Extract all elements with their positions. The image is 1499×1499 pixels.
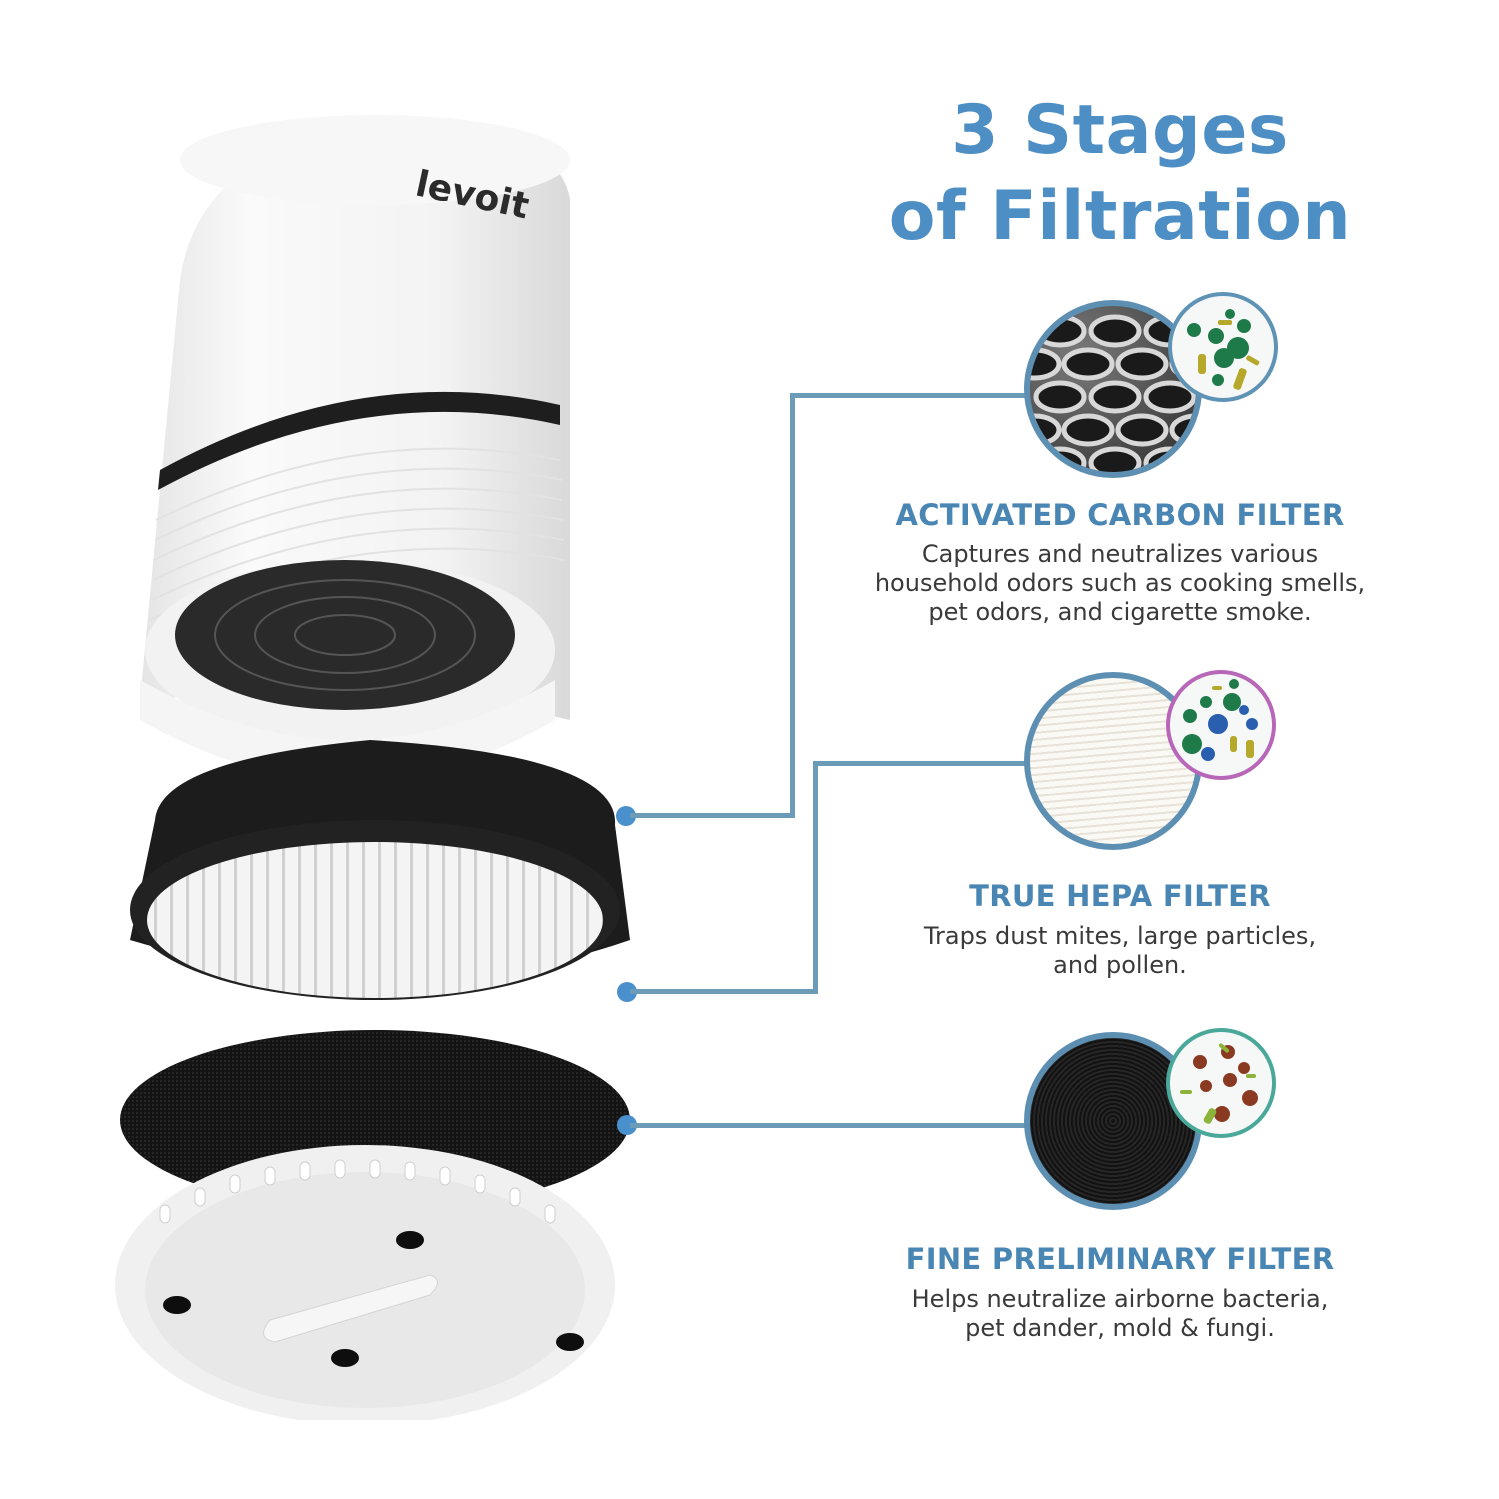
connector-line bbox=[630, 1123, 1030, 1128]
page-title: 3 Stages of Filtration bbox=[880, 88, 1360, 260]
connector-line bbox=[813, 761, 1030, 766]
connector-line bbox=[630, 813, 794, 818]
stage-title: FINE PRELIMINARY FILTER bbox=[905, 1242, 1335, 1276]
green-bacteria-particles-icon bbox=[1168, 292, 1278, 402]
stage-description: Captures and neutralizes various househo… bbox=[874, 540, 1366, 626]
connector-line bbox=[813, 761, 818, 994]
air-purifier-exploded-view bbox=[115, 115, 630, 1425]
connector-line bbox=[630, 989, 818, 994]
callout-dot bbox=[617, 982, 637, 1002]
product-illustration: levoit bbox=[100, 80, 660, 1425]
brown-spore-particles-icon bbox=[1166, 1028, 1276, 1138]
title-line-1: 3 Stages bbox=[951, 91, 1289, 170]
connector-line bbox=[790, 393, 795, 818]
stage-description: Helps neutralize airborne bacteria, pet … bbox=[911, 1285, 1329, 1342]
title-line-2: of Filtration bbox=[888, 177, 1352, 256]
stage-title: ACTIVATED CARBON FILTER bbox=[895, 498, 1345, 532]
callout-dot bbox=[616, 806, 636, 826]
stage-title: TRUE HEPA FILTER bbox=[969, 879, 1271, 913]
connector-line bbox=[790, 393, 1030, 398]
virus-pollen-particles-icon bbox=[1166, 670, 1276, 780]
callout-dot bbox=[617, 1115, 637, 1135]
stage-description: Traps dust mites, large particles, and p… bbox=[923, 922, 1317, 979]
